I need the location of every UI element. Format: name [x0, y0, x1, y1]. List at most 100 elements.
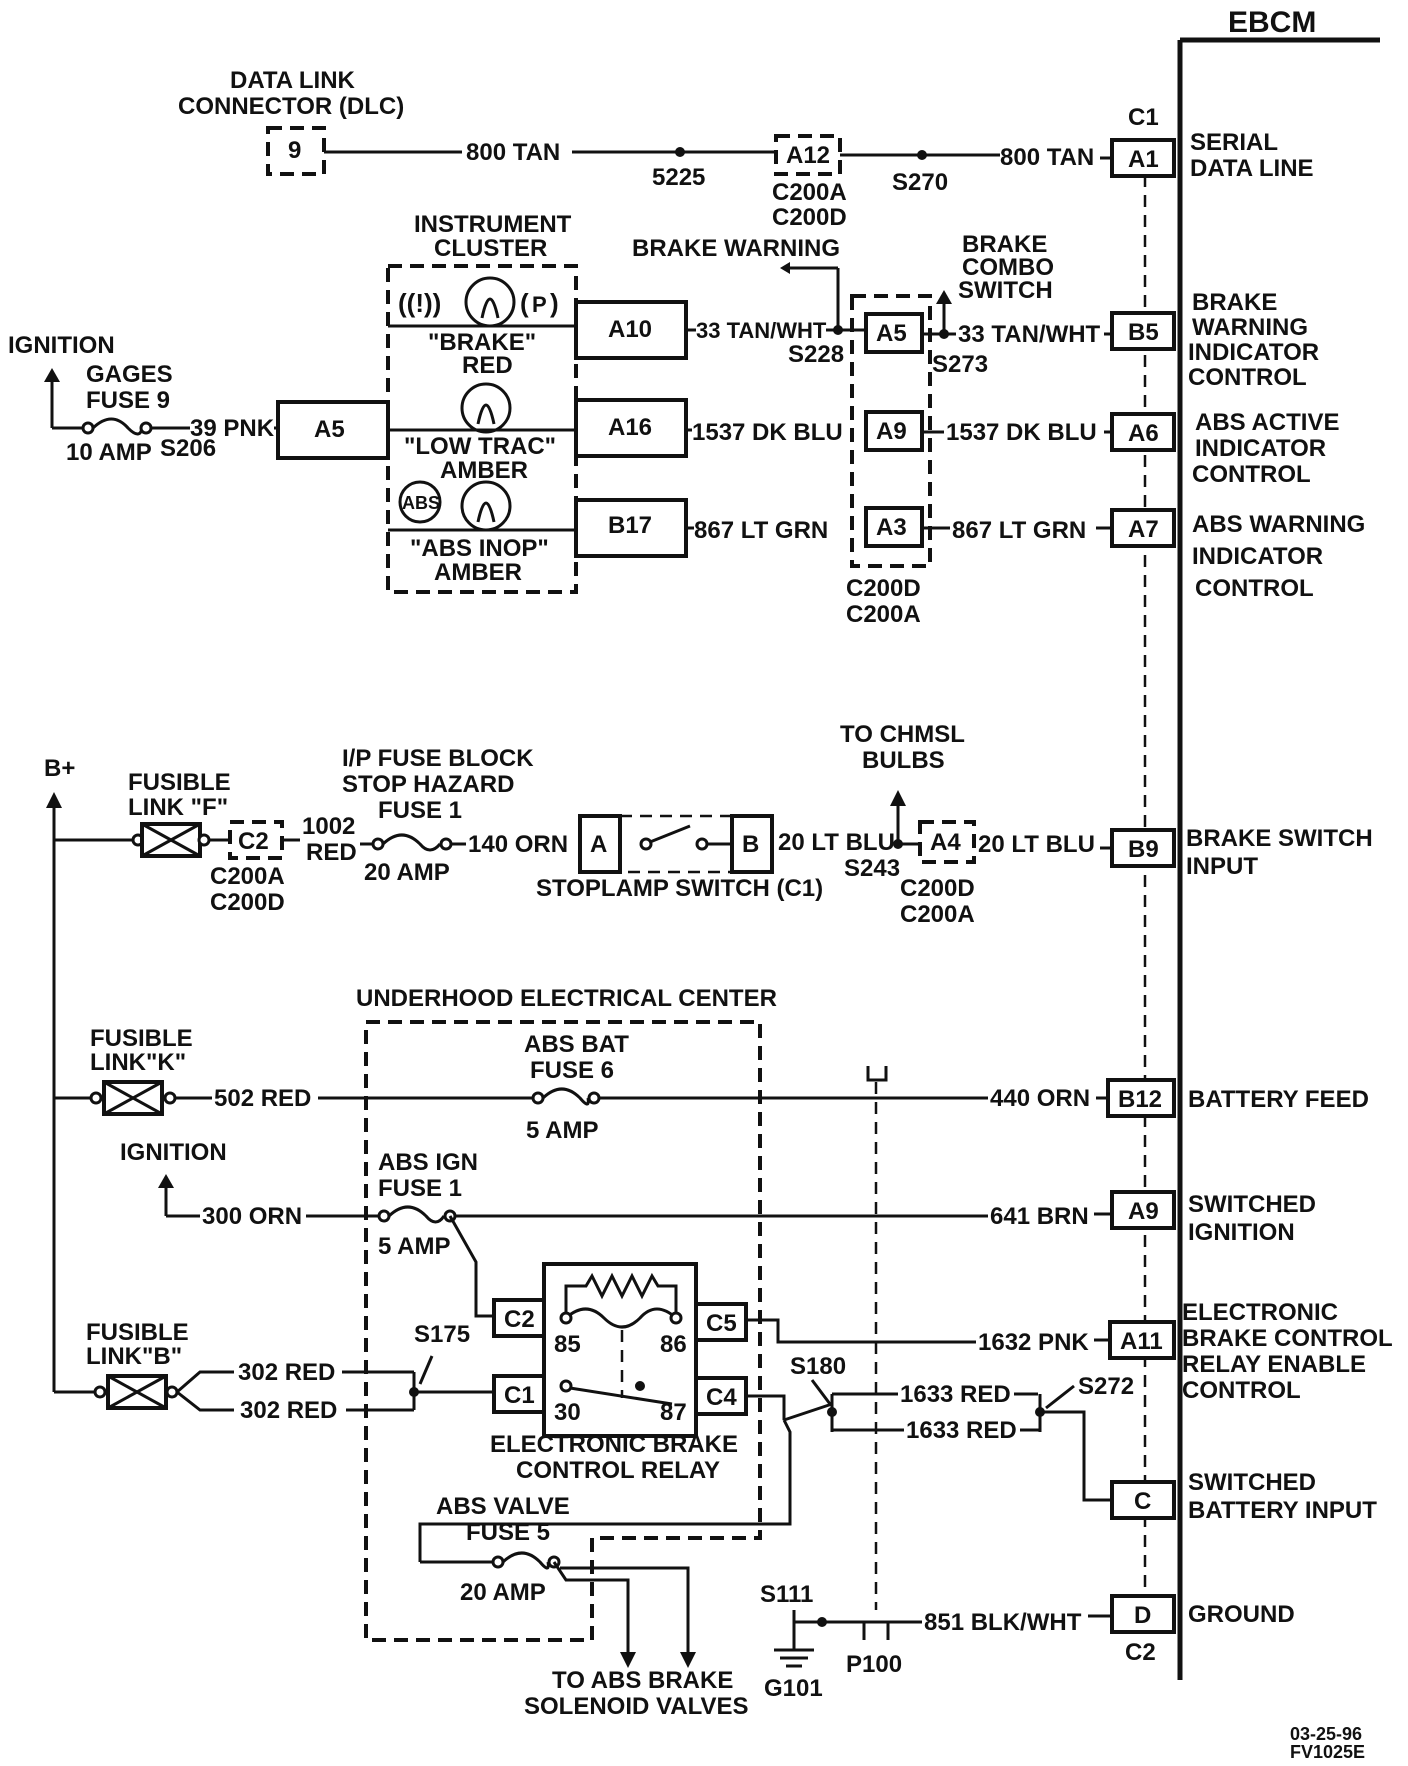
fuse-label: ABS VALVE — [436, 1493, 570, 1520]
connector-p100 — [862, 1620, 890, 1640]
ebcm-pin-label: A9 — [1128, 1198, 1159, 1225]
abs-icon-text: ABS — [402, 493, 440, 513]
connector-pin-label: C5 — [706, 1310, 737, 1337]
wire-label: 440 ORN — [990, 1085, 1090, 1112]
connector-pin-label: A3 — [876, 514, 907, 541]
splice-label: 5225 — [652, 164, 705, 191]
arrow-down-icon — [620, 1652, 636, 1668]
pin-function-label: DATA LINE — [1190, 155, 1314, 182]
connector-pin-label: A5 — [876, 320, 907, 347]
fuse-rating: 20 AMP — [364, 859, 450, 886]
connector-pin-label: A10 — [608, 316, 652, 343]
stoplamp-circuit: B+ FUSIBLE LINK "F" C2 C200A C200D 1002 … — [44, 721, 1112, 1392]
wire-label: 39 PNK — [190, 415, 275, 442]
arrow-up-icon — [44, 368, 60, 382]
lamp-label: "BRAKE" — [428, 329, 536, 356]
destination-label: SOLENOID VALVES — [524, 1693, 748, 1720]
switch-terminal-a — [578, 814, 622, 874]
fusible-link-label: FUSIBLE — [128, 769, 231, 796]
connector-pin-label: C4 — [706, 1384, 737, 1411]
switch-terminal-b — [730, 814, 774, 874]
parking-brake-icon-letter: P — [532, 292, 547, 317]
fuse-block-label: STOP HAZARD — [342, 771, 514, 798]
splice-label: S273 — [932, 351, 988, 378]
fuse-symbol — [541, 1087, 590, 1106]
pin-function-label: SWITCHED — [1188, 1469, 1316, 1496]
connector-pin-label: A — [590, 831, 607, 858]
connector-pin-label: A16 — [608, 414, 652, 441]
pin-function-label: BATTERY INPUT — [1188, 1497, 1377, 1524]
wire-label: 1537 DK BLU — [692, 419, 843, 446]
pin-function-label: INPUT — [1186, 853, 1258, 880]
brake-warning-label: BRAKE WARNING — [632, 235, 840, 262]
combo-switch-label: SWITCH — [958, 277, 1053, 304]
wire-label: 851 BLK/WHT — [924, 1609, 1082, 1636]
pin-function-label: CONTROL — [1188, 364, 1307, 391]
ebcm-module: EBCM C1 C2 — [1125, 6, 1380, 1680]
pin-function-label: SERIAL — [1190, 129, 1278, 156]
arrow-up-icon — [46, 792, 62, 808]
connector-c200d-group — [850, 294, 932, 568]
ebcm-pin-label: A6 — [1128, 420, 1159, 447]
arrow-up-icon — [890, 790, 906, 806]
wire-label: 867 LT GRN — [952, 517, 1086, 544]
ebcm-connector-c2: C2 — [1125, 1639, 1156, 1666]
wire — [746, 1318, 976, 1344]
fuse-symbol — [387, 1205, 446, 1224]
fusible-link-label: LINK"B" — [86, 1343, 182, 1370]
ebcm-pin-b9 — [1110, 828, 1176, 868]
relay-terminal-number: 86 — [660, 1331, 687, 1358]
chmsl-label: TO CHMSL — [840, 721, 965, 748]
connector-pin-label: C1 — [504, 1382, 535, 1409]
ebcm-connector-c1: C1 — [1128, 104, 1159, 131]
ebcm-pin-label: B9 — [1128, 836, 1159, 863]
wire-label: 1633 RED — [906, 1417, 1017, 1444]
wire-label: 1633 RED — [900, 1381, 1011, 1408]
relay-label: CONTROL RELAY — [516, 1457, 720, 1484]
fuse-block-label: I/P FUSE BLOCK — [342, 745, 534, 772]
connector-label: C200A — [210, 863, 285, 890]
pin-function-label: CONTROL — [1182, 1377, 1301, 1404]
connector-label: C200A — [846, 601, 921, 628]
pin-function-label: ABS WARNING — [1192, 511, 1365, 538]
cluster-title: CLUSTER — [434, 235, 547, 262]
splice-label: S175 — [414, 1321, 470, 1348]
wire-label: 1632 PNK — [978, 1329, 1089, 1356]
cluster-pin-a5 — [276, 400, 390, 460]
fuse-symbol — [381, 833, 442, 852]
wire — [552, 1561, 630, 1660]
wire-label: 867 LT GRN — [694, 517, 828, 544]
parking-brake-icon: ( — [520, 288, 529, 318]
ebcm-pin-label: A1 — [1128, 146, 1159, 173]
connector-label: P100 — [846, 1651, 902, 1678]
lamp-label: "LOW TRAC" — [404, 433, 556, 460]
connector-pin-label: C2 — [504, 1306, 535, 1333]
fuse-label: GAGES — [86, 361, 173, 388]
fusible-link-label: FUSIBLE — [86, 1319, 189, 1346]
abs-icon — [398, 480, 442, 524]
lamp-label: AMBER — [440, 457, 528, 484]
brake-lamp-icon — [464, 276, 516, 328]
connector-pin-label: A5 — [314, 416, 345, 443]
pin-function-label: RELAY ENABLE — [1182, 1351, 1366, 1378]
wire-label: 641 BRN — [990, 1203, 1089, 1230]
brake-icon: ((!)) — [398, 288, 441, 318]
wire-label: 20 LT BLU — [778, 829, 895, 856]
dlc-title: DATA LINK — [230, 67, 356, 94]
ebcm-pin-b5 — [1110, 311, 1176, 351]
pin-function-label: CONTROL — [1192, 461, 1311, 488]
wire-label: 300 ORN — [202, 1203, 302, 1230]
connector-pin-label: B — [742, 831, 759, 858]
relay-coil — [564, 1307, 678, 1329]
pin-function-label: BRAKE SWITCH — [1186, 825, 1373, 852]
lamp-filament — [476, 501, 496, 523]
combo-switch-label: BRAKE — [962, 231, 1047, 258]
fuse-label: FUSE 5 — [466, 1519, 550, 1546]
fuse-label: ABS BAT — [524, 1031, 629, 1058]
footer-code: FV1025E — [1290, 1742, 1365, 1762]
fuse-symbol — [91, 417, 144, 436]
battery-positive-label: B+ — [44, 755, 75, 782]
wire-label: 800 TAN — [466, 139, 560, 166]
lamp-filament — [476, 403, 496, 425]
footer-date: 03-25-96 — [1290, 1724, 1362, 1744]
